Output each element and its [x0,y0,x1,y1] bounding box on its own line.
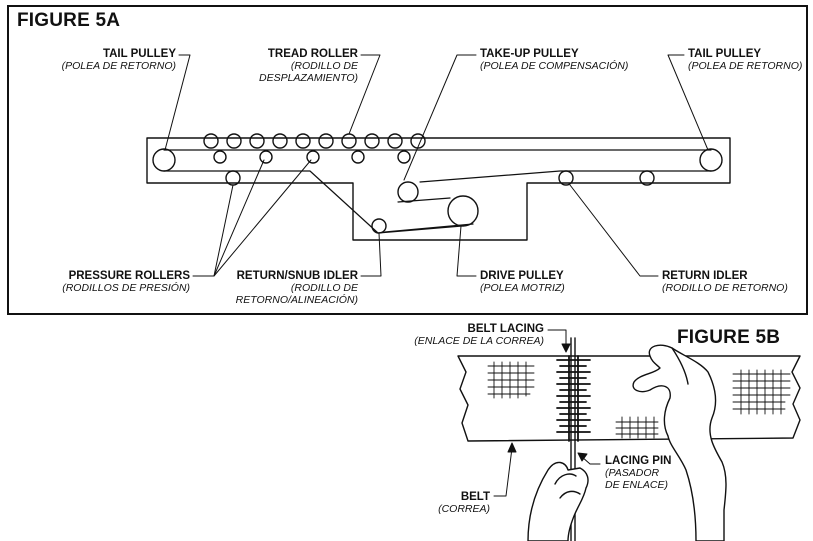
label-tread-roller-en: TREAD ROLLER [267,48,358,60]
return-snub-idler [371,218,387,234]
label-tread-roller: TREAD ROLLER (RODILLO DE DESPLAZAMIENTO) [232,48,358,84]
leader-lines-5a [164,54,709,277]
label-tread-roller-es: (RODILLO DE DESPLAZAMIENTO) [259,60,358,84]
label-tail-pulley-left: TAIL PULLEY (POLEA DE RETORNO) [40,48,176,72]
label-return-idler: RETURN IDLER (RODILLO DE RETORNO) [662,270,797,294]
tail-pulley-right [699,148,723,172]
label-return-idler-es: (RODILLO DE RETORNO) [662,282,788,294]
label-tail-pulley-right-es: (POLEA DE RETORNO) [688,60,803,72]
belt-drawing [457,355,801,442]
tread-rollers [203,133,426,149]
label-drive-pulley-es: (POLEA MOTRIZ) [480,282,565,294]
leader-lines-5b [493,329,601,497]
label-return-snub-idler-es: (RODILLO DE RETORNO/ALINEACIÓN) [235,282,358,306]
label-return-idler-en: RETURN IDLER [662,270,748,282]
label-belt-lacing: BELT LACING (ENLACE DE LA CORREA) [410,323,544,347]
label-drive-pulley-en: DRIVE PULLEY [480,270,564,282]
lacing-teeth [556,355,591,442]
label-tail-pulley-left-es: (POLEA DE RETORNO) [61,60,176,72]
pressure-rollers [213,150,411,164]
conveyor-frame [146,137,731,241]
label-take-up-pulley-es: (POLEA DE COMPENSACIÓN) [480,60,629,72]
belt-mesh [487,361,791,439]
label-take-up-pulley-en: TAKE-UP PULLEY [480,48,579,60]
figure-5a-title: FIGURE 5A [17,10,121,31]
hand-on-belt [632,344,727,541]
label-pressure-rollers: PRESSURE ROLLERS (RODILLOS DE PRESIÓN) [45,270,190,294]
label-pressure-rollers-es: (RODILLOS DE PRESIÓN) [62,282,190,294]
label-return-snub-idler: RETURN/SNUB IDLER (RODILLO DE RETORNO/AL… [222,270,358,306]
label-tail-pulley-left-en: TAIL PULLEY [102,48,176,60]
label-belt-en: BELT [460,491,490,503]
tail-pulley-left [152,148,176,172]
take-up-pulley [397,181,419,203]
hand-holding-pin [527,461,589,541]
label-tail-pulley-right: TAIL PULLEY (POLEA DE RETORNO) [688,48,803,72]
label-drive-pulley: DRIVE PULLEY (POLEA MOTRIZ) [480,270,600,294]
figure-5b-title: FIGURE 5B [677,327,781,348]
conveyor-belt [163,149,712,234]
label-belt-lacing-es: (ENLACE DE LA CORREA) [414,335,544,347]
label-belt-es: (CORREA) [438,503,490,515]
drive-pulley [447,195,479,227]
label-lacing-pin-en: LACING PIN [605,455,672,467]
label-lacing-pin: LACING PIN (PASADOR DE ENLACE) [605,455,695,491]
label-belt-lacing-en: BELT LACING [467,323,544,335]
label-lacing-pin-es: (PASADOR DE ENLACE) [605,467,669,491]
figure-5a-frame [7,5,808,315]
label-belt: BELT (CORREA) [420,491,490,515]
label-take-up-pulley: TAKE-UP PULLEY (POLEA DE COMPENSACIÓN) [480,48,650,72]
label-pressure-rollers-en: PRESSURE ROLLERS [68,270,190,282]
label-tail-pulley-right-en: TAIL PULLEY [688,48,762,60]
label-return-snub-idler-en: RETURN/SNUB IDLER [236,270,358,282]
